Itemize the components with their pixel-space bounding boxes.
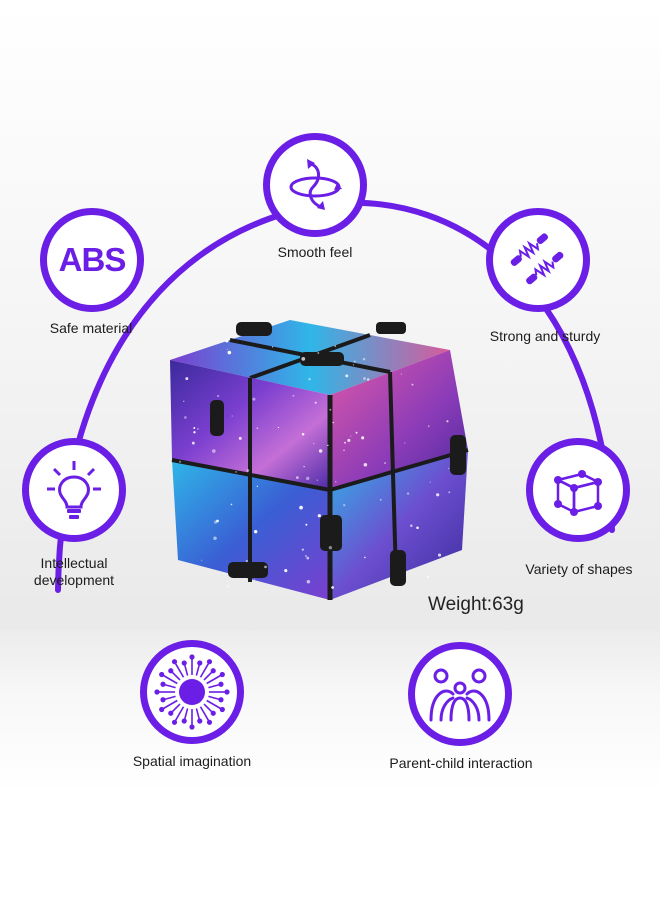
smooth-feel-ring (263, 133, 367, 237)
background-floor (0, 630, 660, 900)
safe-material-ring: ABS (40, 208, 144, 312)
weight-label: Weight:63g (428, 594, 524, 615)
spatial-ring (140, 640, 244, 744)
intellectual-label: Intellectual development (14, 555, 134, 589)
radiating-sun-icon (154, 654, 230, 730)
parent-child-ring (408, 642, 512, 746)
variety-shapes-label: Variety of shapes (525, 561, 633, 577)
safe-material-label: Safe material (49, 320, 133, 336)
smooth-feel-label: Smooth feel (277, 244, 353, 260)
spring-grip-icon (510, 233, 564, 285)
spatial-label: Spatial imagination (132, 753, 252, 769)
parent-child-label: Parent-child interaction (389, 755, 533, 771)
parent-child-icon (429, 668, 491, 722)
lightbulb-icon (47, 461, 101, 519)
intellectual-label-line2: development (33, 572, 115, 588)
variety-shapes-ring (526, 438, 630, 542)
intellectual-ring (22, 438, 126, 542)
strong-sturdy-ring (486, 208, 590, 312)
rotate-arrows-icon (289, 159, 342, 210)
abs-badge-icon: ABS (58, 241, 127, 278)
strong-sturdy-label: Strong and sturdy (489, 328, 601, 344)
intellectual-label-line1: Intellectual (40, 555, 108, 571)
cube-shape-icon (554, 470, 602, 516)
galaxy-infinity-cube (170, 320, 469, 600)
